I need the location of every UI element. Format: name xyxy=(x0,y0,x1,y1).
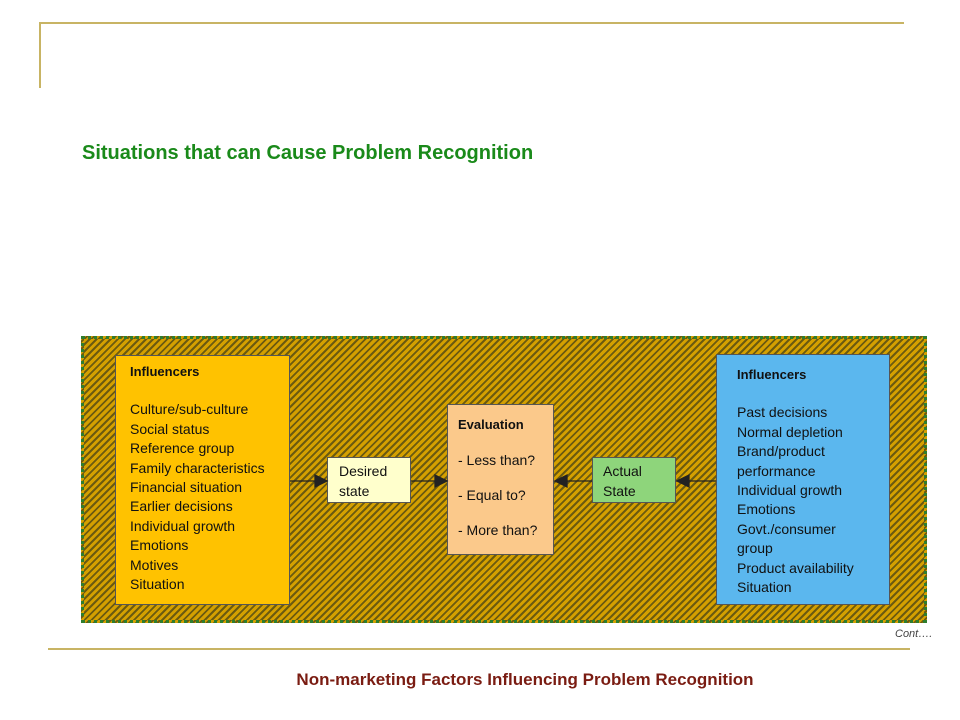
right-influencer-item: Individual growth xyxy=(737,482,843,499)
left-influencer-item: Individual growth xyxy=(130,517,236,534)
left-influencer-item: Earlier decisions xyxy=(130,498,233,515)
left-influencer-item: Financial situation xyxy=(130,479,243,496)
evaluation-item: - More than? xyxy=(458,522,538,538)
bottom-rule xyxy=(48,648,910,650)
left-influencers-box: Influencers Culture/sub-culture Social s… xyxy=(115,355,290,605)
left-influencer-item: Family characteristics xyxy=(130,459,265,476)
actual-state-label-2: State xyxy=(603,483,636,499)
actual-state-label-1: Actual xyxy=(603,463,642,479)
right-influencer-item: Govt./consumer xyxy=(737,520,836,537)
evaluation-item: - Equal to? xyxy=(458,487,526,503)
evaluation-box: Evaluation - Less than? - Equal to? - Mo… xyxy=(447,404,554,555)
right-influencer-item: Brand/product xyxy=(737,443,825,460)
desired-state-label-1: Desired xyxy=(339,463,388,479)
top-rule xyxy=(40,22,904,24)
evaluation-heading: Evaluation xyxy=(458,417,524,432)
right-influencer-item: Product availability xyxy=(737,559,854,576)
evaluation-item: - Less than? xyxy=(458,452,536,468)
right-influencer-item: Normal depletion xyxy=(737,423,843,440)
left-influencer-item: Reference group xyxy=(130,440,235,457)
left-influencer-item: Social status xyxy=(130,420,210,437)
desired-state-label-2: state xyxy=(339,483,370,499)
left-influencer-item: Emotions xyxy=(130,537,189,554)
right-influencer-item: Emotions xyxy=(737,501,796,518)
right-influencers-heading: Influencers xyxy=(737,367,807,382)
right-influencer-item: Situation xyxy=(737,579,792,596)
desired-state-box: Desired state xyxy=(327,457,411,503)
left-influencers-heading: Influencers xyxy=(130,364,200,379)
right-influencer-item: performance xyxy=(737,462,816,479)
right-influencer-item: group xyxy=(737,540,773,557)
left-influencer-item: Situation xyxy=(130,576,185,593)
slide-title: Situations that can Cause Problem Recogn… xyxy=(82,142,534,164)
left-rule xyxy=(39,22,41,88)
continued-label: Cont…. xyxy=(895,628,933,640)
footer-title: Non-marketing Factors Influencing Proble… xyxy=(296,670,754,689)
right-influencers-box: Influencers Past decisions Normal deplet… xyxy=(716,354,890,605)
right-influencer-item: Past decisions xyxy=(737,404,828,421)
left-influencer-item: Culture/sub-culture xyxy=(130,401,249,418)
left-influencer-item: Motives xyxy=(130,556,179,573)
actual-state-box: Actual State xyxy=(592,457,676,503)
